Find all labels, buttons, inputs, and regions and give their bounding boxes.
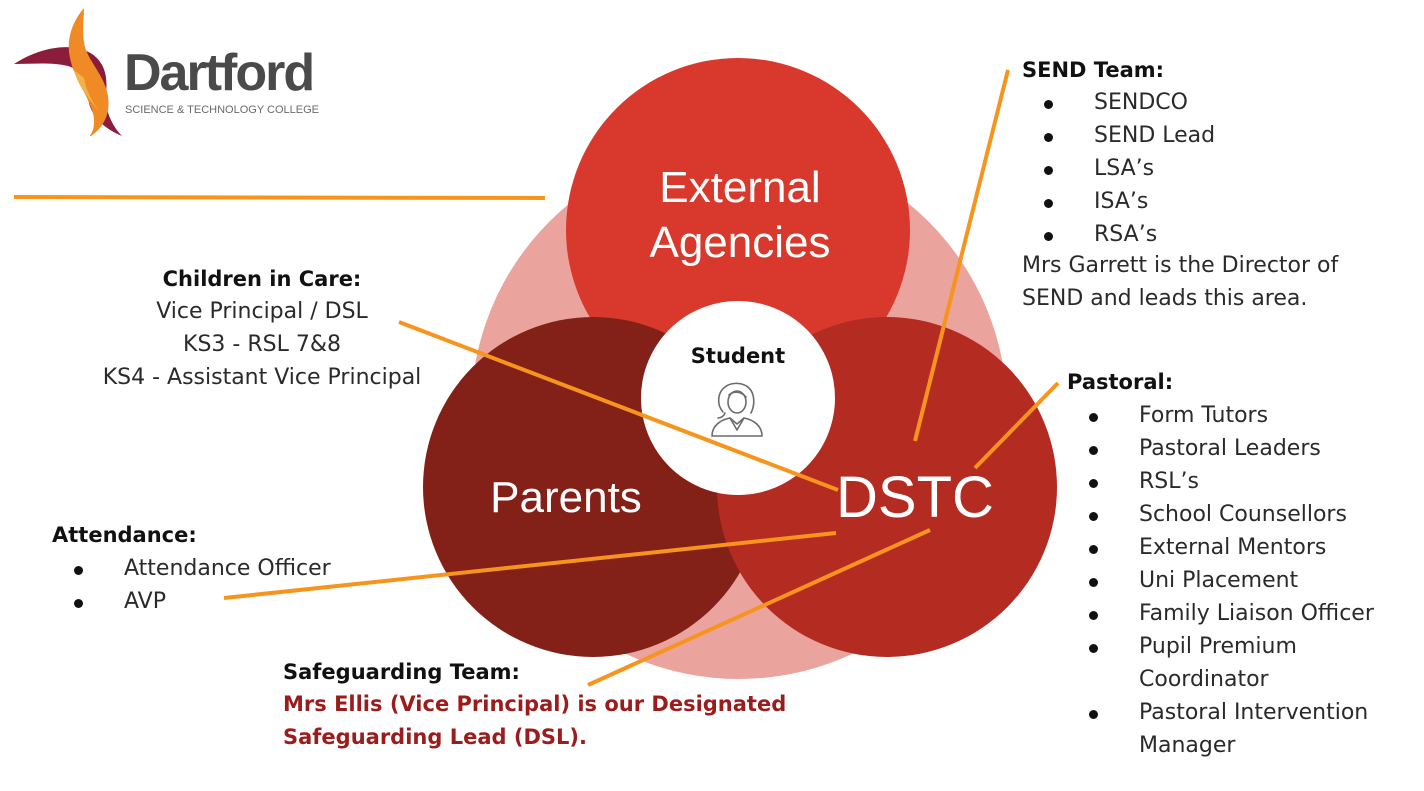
children-in-care-line: Vice Principal / DSL [156, 299, 368, 324]
bullet-icon [1044, 232, 1053, 241]
list-item: School Counsellors [1089, 498, 1374, 531]
parents-label: Parents [490, 473, 642, 522]
external-agencies-circle [566, 58, 910, 402]
flame-logo-icon [14, 8, 122, 136]
list-item: Form Tutors [1089, 399, 1374, 432]
children-in-care-line: KS4 - Assistant Vice Principal [102, 365, 422, 390]
list-item: Family Liaison Officer [1089, 597, 1374, 630]
bullet-icon [1089, 446, 1098, 455]
attendance-list: Attendance Officer AVP [74, 552, 331, 618]
list-item: SENDCO [1044, 86, 1215, 119]
bullet-icon [1089, 578, 1098, 587]
list-item: RSL’s [1089, 465, 1374, 498]
safeguarding-lead-line: Safeguarding Lead (DSL). [283, 725, 587, 749]
bullet-icon [1089, 413, 1098, 422]
list-item: LSA’s [1044, 152, 1215, 185]
list-item: External Mentors [1089, 531, 1374, 564]
list-item: ISA’s [1044, 185, 1215, 218]
bullet-icon [1089, 644, 1098, 653]
bullet-icon [1089, 479, 1098, 488]
children-in-care-heading: Children in Care: [162, 267, 362, 291]
list-item: SEND Lead [1044, 119, 1215, 152]
external-agencies-label-1: External [659, 163, 820, 212]
bullet-icon [1089, 710, 1098, 719]
logo-wordmark: Dartford [124, 44, 315, 102]
connector-attendance [223, 531, 837, 600]
list-item: Pupil Premium [1089, 630, 1374, 663]
children-in-care-line: KS3 - RSL 7&8 [183, 332, 341, 357]
bullet-icon [1089, 545, 1098, 554]
list-item: RSA’s [1044, 218, 1215, 251]
list-item: Pastoral Intervention [1089, 696, 1374, 729]
student-circle [641, 301, 835, 495]
list-item-continuation: Coordinator [1139, 667, 1269, 692]
bullet-icon [1044, 100, 1053, 109]
send-note: SEND and leads this area. [1022, 286, 1308, 311]
student-label: Student [691, 344, 785, 368]
logo-subtitle: SCIENCE & TECHNOLOGY COLLEGE [125, 104, 319, 116]
external-agencies-label-2: Agencies [649, 218, 830, 267]
student-icon [711, 382, 763, 437]
pastoral-heading: Pastoral: [1067, 370, 1174, 394]
list-item: Pastoral Leaders [1089, 432, 1374, 465]
list-item: Attendance Officer [74, 552, 331, 585]
connector-top-left [13, 195, 546, 200]
bullet-icon [1044, 166, 1053, 175]
connector-send [913, 69, 1010, 442]
send-note: Mrs Garrett is the Director of [1022, 253, 1339, 278]
safeguarding-heading: Safeguarding Team: [283, 660, 520, 684]
safeguarding-lead-line: Mrs Ellis (Vice Principal) is our Design… [283, 692, 787, 716]
bullet-icon [1044, 133, 1053, 142]
list-item: Uni Placement [1089, 564, 1374, 597]
bullet-icon [1089, 512, 1098, 521]
pastoral-list: Form Tutors Pastoral Leaders RSL’s Schoo… [1089, 399, 1374, 762]
logo: Dartford SCIENCE & TECHNOLOGY COLLEGE [12, 6, 342, 136]
send-list: SENDCO SEND Lead LSA’s ISA’s RSA’s [1044, 86, 1215, 251]
connector-pastoral [973, 381, 1060, 470]
bullet-icon [1044, 199, 1053, 208]
send-heading: SEND Team: [1022, 58, 1165, 82]
bullet-icon [1089, 611, 1098, 620]
dstc-label: DSTC [836, 465, 994, 530]
connector-children-in-care [398, 320, 839, 492]
bullet-icon [74, 599, 83, 608]
list-item-continuation: Manager [1139, 733, 1236, 758]
bullet-icon [74, 566, 83, 575]
attendance-heading: Attendance: [52, 523, 197, 547]
connector-safeguarding [587, 528, 931, 687]
list-item: AVP [74, 585, 331, 618]
